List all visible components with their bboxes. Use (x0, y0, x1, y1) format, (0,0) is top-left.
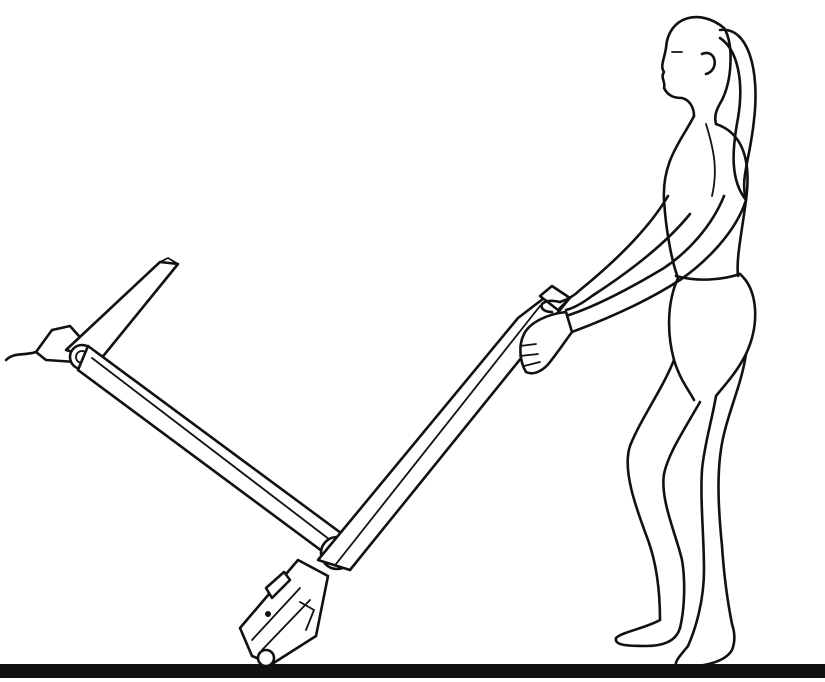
power-cable (6, 352, 36, 360)
front-leg-back-edge (719, 354, 747, 624)
back-foot (616, 620, 680, 646)
treadmill (6, 258, 570, 666)
person-figure (520, 17, 756, 666)
back-leg-back-edge (663, 402, 700, 628)
torso-back (716, 124, 748, 276)
hips (669, 278, 694, 400)
front-foot (676, 624, 734, 666)
back-leg-front-edge (628, 360, 674, 620)
back-arm (560, 196, 668, 302)
ponytail (720, 30, 756, 200)
ear (702, 53, 715, 74)
buttocks (716, 274, 755, 396)
front-leg-front-edge (688, 396, 716, 646)
transport-wheel (258, 650, 274, 666)
running-deck-inner-line (336, 306, 540, 564)
motor-housing-bolt (265, 611, 271, 617)
tank-strap (706, 124, 715, 196)
frame-rail-inner (92, 358, 338, 546)
back-of-head (715, 28, 730, 124)
front-arm (572, 200, 746, 332)
